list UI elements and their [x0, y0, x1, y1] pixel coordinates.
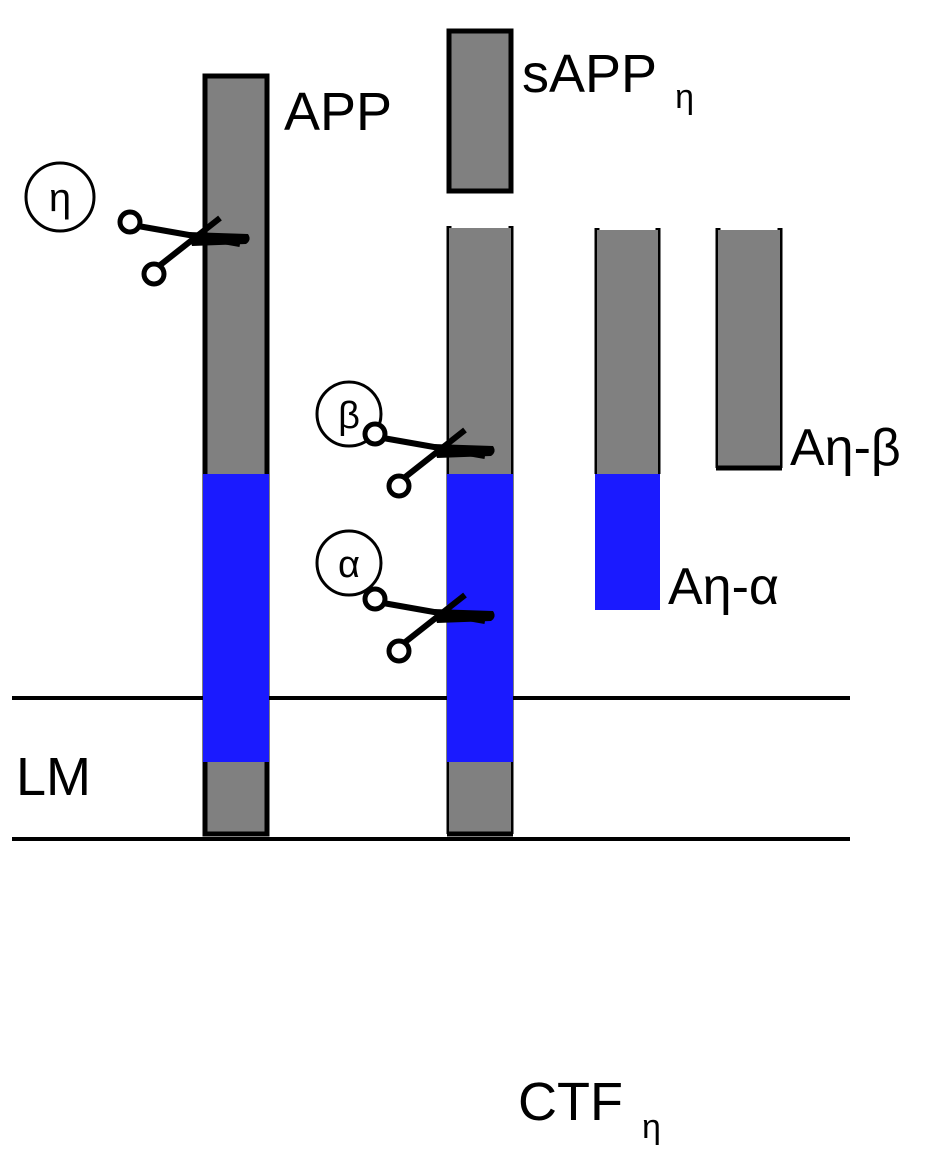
ctf-label-main: CTF: [518, 1072, 623, 1132]
membrane-label: LM: [16, 747, 91, 807]
ctf-label-subscript: η: [642, 1108, 661, 1146]
a-eta-alpha-label: Aη-α: [668, 558, 779, 616]
sapp-label: sAPP η: [522, 44, 694, 116]
a-eta-beta-fragment: [715, 228, 783, 471]
eta-secretase-marker: η: [24, 161, 96, 233]
a-eta-alpha-abeta-region: [595, 474, 660, 610]
alpha-enzyme-label: α: [338, 544, 360, 586]
alpha-secretase-marker: α: [315, 529, 383, 597]
sapp-label-subscript: η: [675, 78, 694, 116]
ctf-label: CTF η: [518, 1072, 661, 1146]
sapp-eta-fragment: [446, 28, 514, 194]
beta-enzyme-label: β: [338, 395, 360, 437]
a-eta-beta-label: Aη-β: [790, 419, 901, 477]
app-protein: [202, 73, 270, 837]
ctf-eta-fragment: [446, 226, 514, 837]
app-abeta-region: [203, 474, 269, 762]
eta-enzyme-label: η: [49, 176, 71, 220]
sapp-label-main: sAPP: [522, 44, 656, 104]
app-label: APP: [284, 82, 392, 142]
a-eta-alpha-fragment: [594, 228, 661, 610]
